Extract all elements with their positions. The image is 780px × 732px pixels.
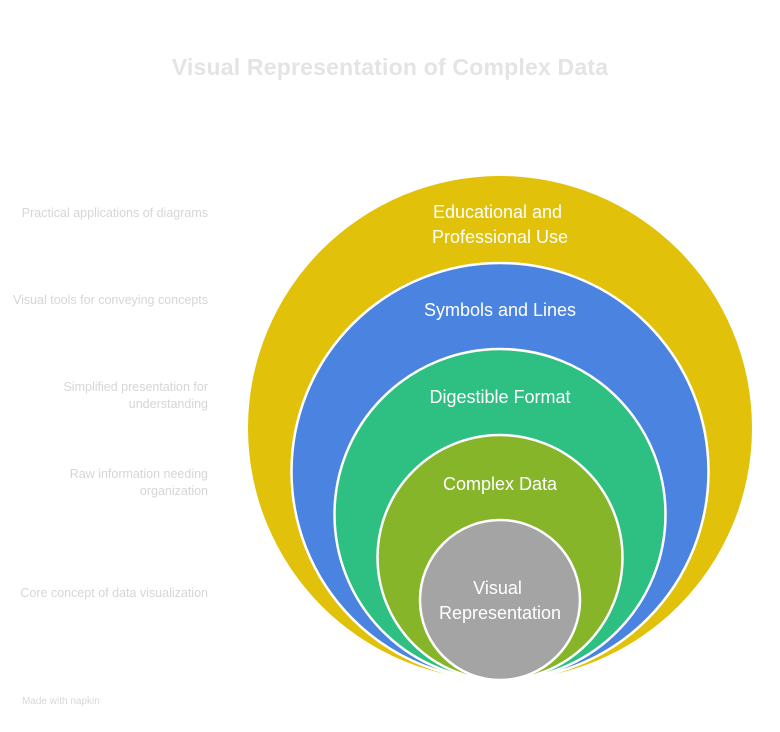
layer-label-visual-line-2: Representation	[439, 603, 561, 623]
layer-label-complex: Complex Data	[443, 474, 558, 494]
layer-label-digestible-line-1: Digestible Format	[429, 387, 570, 407]
layer-label-visual-line-1: Visual	[473, 578, 522, 598]
diagram-title: Visual Representation of Complex Data	[171, 54, 609, 80]
napkin-watermark: Made with napkin	[22, 696, 100, 707]
layer-label-complex-line-1: Complex Data	[443, 474, 558, 494]
layer-description-visual: Core concept of data visualization	[20, 586, 208, 600]
layer-description-symbols: Visual tools for conveying concepts	[12, 293, 208, 307]
layer-label-educational-line-1: Educational and	[433, 202, 562, 222]
layer-label-visual: Visual Representation	[439, 578, 561, 623]
layer-description-digestible: Simplified presentation for understandin…	[63, 380, 208, 411]
layer-description-complex: Raw information needing organization	[69, 467, 208, 498]
layer-label-symbols-line-1: Symbols and Lines	[424, 300, 576, 320]
layer-label-educational-line-2: Professional Use	[432, 227, 568, 247]
layer-label-symbols: Symbols and Lines	[424, 300, 576, 320]
layer-label-educational: Educational and Professional Use	[432, 202, 568, 247]
layer-description-educational: Practical applications of diagrams	[21, 206, 208, 220]
layer-circle-visual	[418, 518, 582, 682]
layer-label-digestible: Digestible Format	[429, 387, 570, 407]
